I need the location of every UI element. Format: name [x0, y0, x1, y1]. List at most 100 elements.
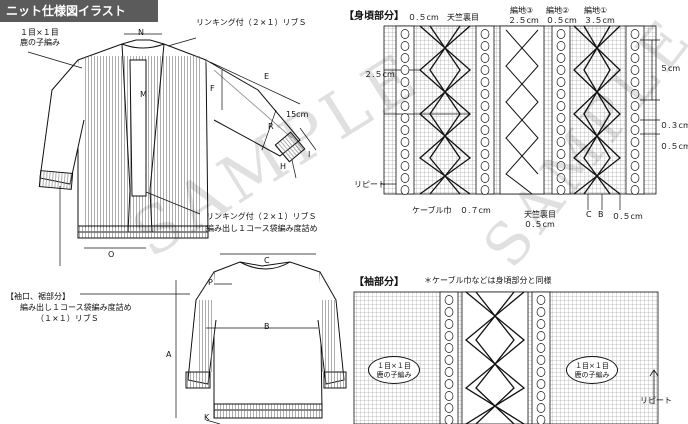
eyelet-stitch — [630, 77, 640, 87]
eyelet-stitch — [444, 307, 454, 317]
body-m-03: ０.３cm — [660, 121, 688, 130]
eyelet-stitch — [444, 391, 454, 401]
eyelet-stitch — [400, 161, 410, 171]
eyelet-stitch — [480, 53, 490, 63]
eyelet-stitch — [536, 295, 546, 305]
body-m-35: ３.５cm — [584, 16, 615, 25]
body-tenjiku-top: 天竺裏目 — [447, 13, 479, 22]
eyelet-stitch — [556, 89, 566, 99]
eyelet-stitch — [444, 331, 454, 341]
eyelet-stitch — [400, 173, 410, 183]
eyelet-stitch — [480, 125, 490, 135]
cuff-label-2: 編み出し１コース袋編み度詰め — [20, 303, 132, 312]
eyelet-stitch — [556, 149, 566, 159]
body-m-05: ０.５cm — [408, 13, 439, 22]
eyelet-stitch — [630, 173, 640, 183]
eyelet-stitch — [556, 125, 566, 135]
letter-o: O — [108, 250, 115, 259]
stitch-1x1-label: １目×１目 — [20, 28, 59, 37]
letter-p: P — [208, 278, 213, 287]
eyelet-stitch — [400, 29, 410, 39]
eyelet-stitch — [480, 89, 490, 99]
body-cable-label: ケーブル巾 — [412, 206, 452, 215]
letter-e: E — [264, 72, 270, 81]
eyelet-stitch — [536, 379, 546, 389]
eyelet-stitch — [556, 101, 566, 111]
eyelet-stitch — [536, 343, 546, 353]
letter-n: N — [138, 28, 144, 37]
body-m-07: ０.７cm — [460, 206, 491, 215]
body-m-25-left: ２.５cm — [364, 70, 395, 79]
mid-rib-label-2: 編み出し１コース袋編み度詰め — [206, 224, 318, 233]
body-m-25a: ２.５cm — [508, 16, 539, 25]
eyelet-stitch — [556, 173, 566, 183]
sleeve-section-header: 【袖部分】 — [354, 277, 404, 288]
sleeve-oval-right: １目×１目 鹿の子編み — [566, 356, 618, 384]
stitch-moss-label: 鹿の子編み — [20, 38, 60, 47]
eyelet-stitch — [556, 65, 566, 75]
body-m-05e: ０.５cm — [612, 212, 643, 221]
eyelet-stitch — [444, 367, 454, 377]
eyelet-stitch — [400, 53, 410, 63]
eyelet-stitch — [400, 185, 410, 195]
sleeve-repeat-label: リピート — [640, 396, 672, 405]
eyelet-stitch — [556, 53, 566, 63]
eyelet-stitch — [556, 77, 566, 87]
width-15-label: 15cm — [286, 110, 309, 119]
eyelet-stitch — [630, 149, 640, 159]
body-c-mark: C — [586, 210, 592, 219]
eyelet-stitch — [630, 185, 640, 195]
body-m-5: ５cm — [660, 64, 681, 73]
eyelet-stitch — [400, 77, 410, 87]
eyelet-stitch — [400, 65, 410, 75]
eyelet-stitch — [400, 41, 410, 51]
eyelet-stitch — [444, 379, 454, 389]
eyelet-stitch — [630, 137, 640, 147]
eyelet-stitch — [400, 125, 410, 135]
page-title: ニット仕様図イラスト — [0, 0, 158, 22]
top-rib-label: リンキング付（２×１）リブＳ — [196, 18, 307, 27]
eyelet-stitch — [630, 113, 640, 123]
eyelet-stitch — [536, 307, 546, 317]
body-amiji3: 編地③ — [510, 6, 534, 15]
body-amiji2: 編地② — [546, 6, 570, 15]
eyelet-stitch — [480, 149, 490, 159]
eyelet-stitch — [536, 319, 546, 329]
eyelet-stitch — [444, 355, 454, 365]
eyelet-stitch — [480, 137, 490, 147]
cuff-label-3: （１×１）リブＳ — [36, 314, 99, 323]
letter-a: A — [166, 350, 172, 359]
eyelet-stitch — [630, 101, 640, 111]
eyelet-stitch — [400, 137, 410, 147]
eyelet-stitch — [480, 41, 490, 51]
eyelet-stitch — [630, 29, 640, 39]
eyelet-stitch — [556, 41, 566, 51]
sleeve-oval-right-line1: １目×１目 — [575, 362, 609, 370]
body-amiji1: 編地① — [584, 6, 608, 15]
eyelet-stitch — [400, 113, 410, 123]
eyelet-stitch — [630, 89, 640, 99]
body-m-05d: ０.５cm — [524, 220, 555, 229]
eyelet-stitch — [480, 65, 490, 75]
eyelet-stitch — [444, 295, 454, 305]
eyelet-stitch — [536, 331, 546, 341]
eyelet-stitch — [480, 173, 490, 183]
eyelet-stitch — [630, 53, 640, 63]
eyelet-stitch — [444, 319, 454, 329]
eyelet-stitch — [444, 403, 454, 413]
letter-c: C — [264, 256, 270, 265]
eyelet-stitch — [480, 113, 490, 123]
letter-r: R — [268, 122, 274, 131]
eyelet-stitch — [556, 161, 566, 171]
body-tenjiku-bot: 天竺裏目 — [524, 210, 556, 219]
eyelet-stitch — [556, 137, 566, 147]
letter-b: B — [264, 322, 270, 331]
body-section-header: 【身頃部分】 — [344, 11, 404, 22]
eyelet-stitch — [400, 89, 410, 99]
eyelet-stitch — [480, 161, 490, 171]
eyelet-stitch — [630, 41, 640, 51]
sweater-back-drawing — [80, 253, 347, 424]
letter-k: K — [204, 413, 210, 422]
body-m-05c: ０.５cm — [660, 142, 688, 151]
